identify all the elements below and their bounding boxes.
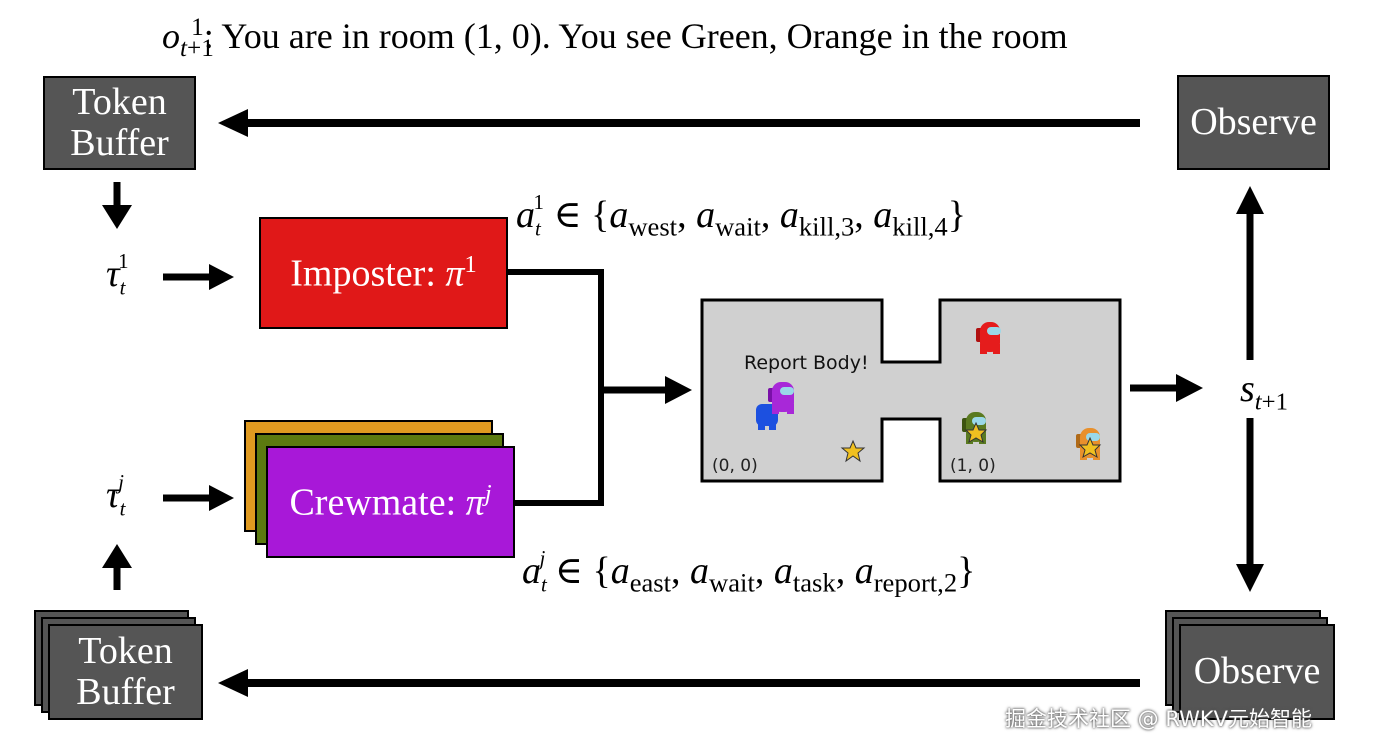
buffer-to-tau1-arrowhead xyxy=(102,205,132,229)
red-crewmate-icon xyxy=(976,322,1001,354)
report-body-speech: Report Body! xyxy=(744,352,869,374)
imposter-action-west: west xyxy=(628,211,678,242)
buffer-to-tauj-arrowhead xyxy=(102,544,132,568)
imposter-action-kill-4: kill,4 xyxy=(892,211,948,242)
watermark: 掘金技术社区 @ RWKV元始智能 xyxy=(1005,707,1312,731)
crewmate-action-task: task xyxy=(792,567,836,598)
observe-label: Observe xyxy=(1193,650,1321,693)
state-to-bottom-observe-arrowhead xyxy=(1236,564,1264,592)
next-state-label: st+1 xyxy=(1240,368,1288,416)
crewmate-action-report-2: report,2 xyxy=(873,567,958,598)
observation-symbol: o xyxy=(162,16,180,56)
crewmate-label: Crewmate: xyxy=(289,481,466,524)
game-to-state-arrowhead xyxy=(1176,374,1203,402)
green-crewmate-icon xyxy=(962,412,988,444)
star-icon xyxy=(1078,436,1102,459)
game-rooms xyxy=(700,298,1122,483)
imposter-action-kill-3: kill,3 xyxy=(798,211,855,242)
tau-1-label: τt1 xyxy=(106,249,129,300)
top-feedback-arrowhead xyxy=(218,109,248,137)
observation-text: : You are in room (1, 0). You see Green,… xyxy=(203,16,1068,56)
imposter-action-wait: wait xyxy=(715,211,761,242)
crewmate-action-set: atj ∈ {aeast, await, atask, areport,2} xyxy=(522,546,976,598)
star-icon xyxy=(964,421,988,444)
star-icon xyxy=(840,439,866,463)
crewmate-policy-box: Crewmate: πj xyxy=(266,446,515,558)
token-buffer-line2: Buffer xyxy=(70,122,169,164)
tau-j-label: τtj xyxy=(106,470,126,521)
orange-crewmate-icon xyxy=(1076,428,1102,460)
token-buffer-line2: Buffer xyxy=(76,671,175,713)
tau1-to-imposter-arrowhead xyxy=(209,264,234,290)
state-to-top-observe-arrowhead xyxy=(1236,186,1264,214)
bottom-observe-box: Observe xyxy=(1179,624,1335,720)
top-observe-box: Observe xyxy=(1177,75,1330,170)
crewmate-action-east: east xyxy=(629,567,672,598)
game-environment xyxy=(700,298,1122,483)
purple-crewmate-icon xyxy=(768,382,794,414)
token-buffer-line1: Token xyxy=(72,80,167,123)
room-label-0-0: (0, 0) xyxy=(712,456,758,476)
token-buffer-line1: Token xyxy=(78,629,173,672)
merge-to-game-arrowhead xyxy=(665,376,692,404)
imposter-label: Imposter: xyxy=(290,252,446,295)
observe-label: Observe xyxy=(1190,100,1317,143)
room-label-1-0: (1, 0) xyxy=(950,456,996,476)
imposter-policy-box: Imposter: π1 xyxy=(259,217,508,329)
observation-header: ot+11: You are in room (1, 0). You see G… xyxy=(162,14,1068,63)
bottom-feedback-arrowhead xyxy=(218,669,248,697)
tauj-to-crewmate-arrowhead xyxy=(209,485,234,511)
imposter-action-set: at1 ∈ {awest, await, akill,3, akill,4} xyxy=(516,190,966,242)
policy-merge-line xyxy=(508,269,604,506)
crewmate-action-wait: wait xyxy=(709,567,755,598)
